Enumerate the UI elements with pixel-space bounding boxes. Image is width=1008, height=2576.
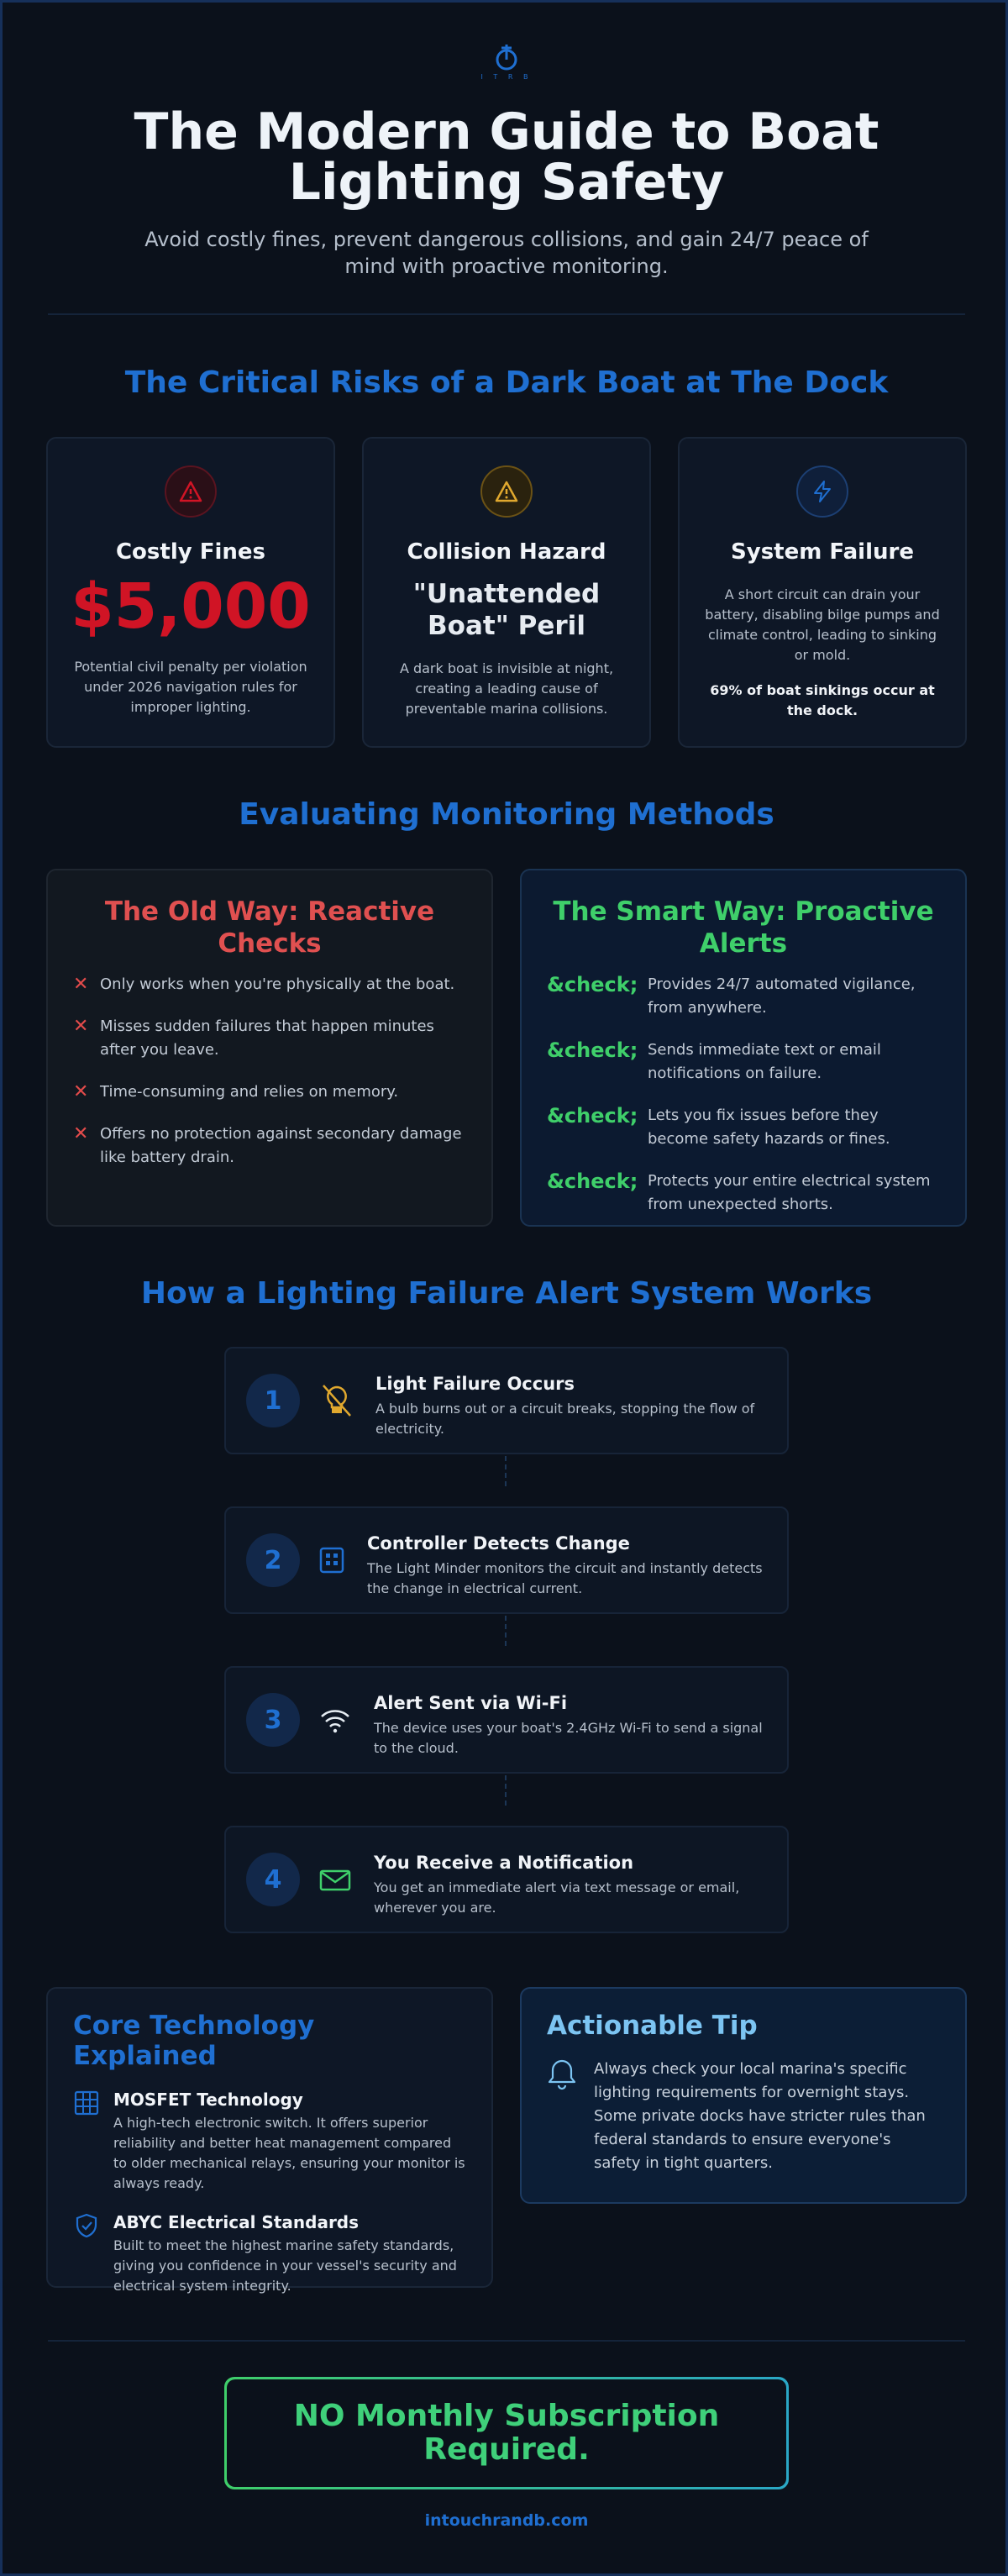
brand-logo: I T R B	[478, 41, 535, 88]
tech-item: MOSFET Technology A high-tech electronic…	[73, 2090, 466, 2194]
tech-item-title: MOSFET Technology	[113, 2090, 303, 2110]
methods-heading: Evaluating Monitoring Methods	[239, 797, 774, 832]
divider	[48, 2340, 965, 2342]
list-item: ✕Offers no protection against secondary …	[73, 1123, 462, 1166]
risk-card-fines: Costly Fines $5,000 Potential civil pena…	[46, 437, 335, 748]
fine-amount: $5,000	[71, 570, 311, 643]
wifi-icon	[317, 1701, 354, 1738]
controller-chip-icon	[313, 1542, 350, 1579]
tech-item-title: ABYC Electrical Standards	[113, 2212, 360, 2232]
check-mark-icon: &check;	[547, 1170, 638, 1193]
process-step: 4 You Receive a Notification You get an …	[224, 1826, 789, 1933]
old-way-card: The Old Way: Reactive Checks ✕Only works…	[46, 869, 493, 1227]
step-title: Controller Detects Change	[367, 1533, 630, 1553]
list-item: &check;Protects your entire electrical s…	[547, 1170, 931, 1213]
x-mark-icon: ✕	[73, 974, 89, 995]
x-mark-icon: ✕	[73, 1123, 89, 1144]
step-title: You Receive a Notification	[374, 1853, 634, 1873]
shield-check-icon	[73, 2212, 113, 2296]
list-item: &check;Lets you fix issues before they b…	[547, 1104, 890, 1148]
list-item: ✕Only works when you're physically at th…	[73, 974, 455, 995]
risk-card-failure: System Failure A short circuit can drain…	[678, 437, 967, 748]
risk-description: Potential civil penalty per violation un…	[74, 659, 307, 715]
risk-highlight: "Unattended Boat" Peril	[412, 579, 601, 641]
tech-item: ABYC Electrical Standards Built to meet …	[73, 2212, 466, 2296]
smart-way-list: &check;Provides 24/7 automated vigilance…	[547, 973, 940, 1217]
process-heading: How a Lighting Failure Alert System Work…	[140, 1276, 873, 1311]
step-number: 2	[246, 1533, 300, 1587]
tech-item-description: Built to meet the highest marine safety …	[113, 2237, 457, 2294]
tip-text: Always check your local marina's specifi…	[594, 2060, 926, 2172]
step-title: Light Failure Occurs	[375, 1374, 575, 1394]
cta-text: NO Monthly Subscription Required.	[227, 2379, 786, 2487]
process-step: 2 Controller Detects Change The Light Mi…	[224, 1506, 789, 1614]
check-mark-icon: &check;	[547, 1104, 638, 1128]
step-connector	[505, 1456, 507, 1486]
list-item: ✕Misses sudden failures that happen minu…	[73, 1016, 434, 1059]
list-item: ✕Time-consuming and relies on memory.	[73, 1081, 399, 1102]
core-technology-card: Core Technology Explained MOSFET Technol…	[46, 1987, 493, 2294]
website-link[interactable]: intouchrandb.com	[424, 2511, 589, 2530]
no-subscription-banner: NO Monthly Subscription Required.	[224, 2377, 789, 2489]
check-mark-icon: &check;	[547, 973, 638, 996]
step-description: A bulb burns out or a circuit breaks, st…	[375, 1401, 755, 1437]
process-step: 3 Alert Sent via Wi-Fi The device uses y…	[224, 1666, 789, 1774]
bell-icon	[547, 2058, 594, 2175]
old-way-list: ✕Only works when you're physically at th…	[73, 973, 466, 1170]
tech-title: Core Technology Explained	[73, 2011, 315, 2071]
tech-item-description: A high-tech electronic switch. It offers…	[113, 2115, 465, 2191]
broken-lightbulb-icon	[318, 1382, 355, 1419]
risk-title: System Failure	[731, 539, 914, 565]
step-number: 3	[246, 1693, 300, 1747]
list-item: &check;Sends immediate text or email not…	[547, 1038, 881, 1082]
logo-text: I T R B	[480, 73, 533, 81]
risk-card-collision: Collision Hazard "Unattended Boat" Peril…	[362, 437, 651, 748]
x-mark-icon: ✕	[73, 1016, 89, 1037]
check-mark-icon: &check;	[547, 1038, 638, 1062]
warning-triangle-icon	[480, 465, 533, 518]
actionable-tip-card: Actionable Tip Always check your local m…	[520, 1987, 967, 2204]
step-description: The device uses your boat's 2.4GHz Wi-Fi…	[374, 1720, 763, 1756]
envelope-icon	[317, 1861, 354, 1898]
list-item: &check;Provides 24/7 automated vigilance…	[547, 973, 916, 1017]
step-number: 4	[246, 1853, 300, 1906]
page-subtitle: Avoid costly fines, prevent dangerous co…	[144, 228, 869, 278]
risk-title: Collision Hazard	[407, 539, 606, 565]
old-way-title: The Old Way: Reactive Checks	[104, 896, 435, 959]
page-title: The Modern Guide to Boat Lighting Safety	[134, 103, 879, 212]
process-step: 1 Light Failure Occurs A bulb burns out …	[224, 1347, 789, 1454]
step-connector	[505, 1775, 507, 1806]
step-number: 1	[246, 1374, 300, 1427]
warning-triangle-icon	[165, 465, 217, 518]
step-connector	[505, 1616, 507, 1646]
tip-title: Actionable Tip	[547, 2011, 758, 2041]
plug-logo-icon	[496, 45, 517, 71]
divider	[48, 313, 965, 315]
grid-chip-icon	[73, 2090, 113, 2194]
lightning-bolt-icon	[796, 465, 848, 518]
x-mark-icon: ✕	[73, 1081, 89, 1102]
risk-statistic: 69% of boat sinkings occur at the dock.	[710, 682, 935, 718]
risks-heading: The Critical Risks of a Dark Boat at The…	[124, 365, 889, 400]
step-description: The Light Minder monitors the circuit an…	[367, 1560, 763, 1596]
smart-way-card: The Smart Way: Proactive Alerts &check;P…	[520, 869, 967, 1227]
risk-description: A short circuit can drain your battery, …	[705, 586, 940, 663]
step-description: You get an immediate alert via text mess…	[374, 1879, 740, 1916]
risk-title: Costly Fines	[115, 539, 266, 565]
risk-description: A dark boat is invisible at night, creat…	[399, 660, 614, 717]
step-title: Alert Sent via Wi-Fi	[374, 1693, 568, 1713]
smart-way-title: The Smart Way: Proactive Alerts	[553, 896, 934, 959]
